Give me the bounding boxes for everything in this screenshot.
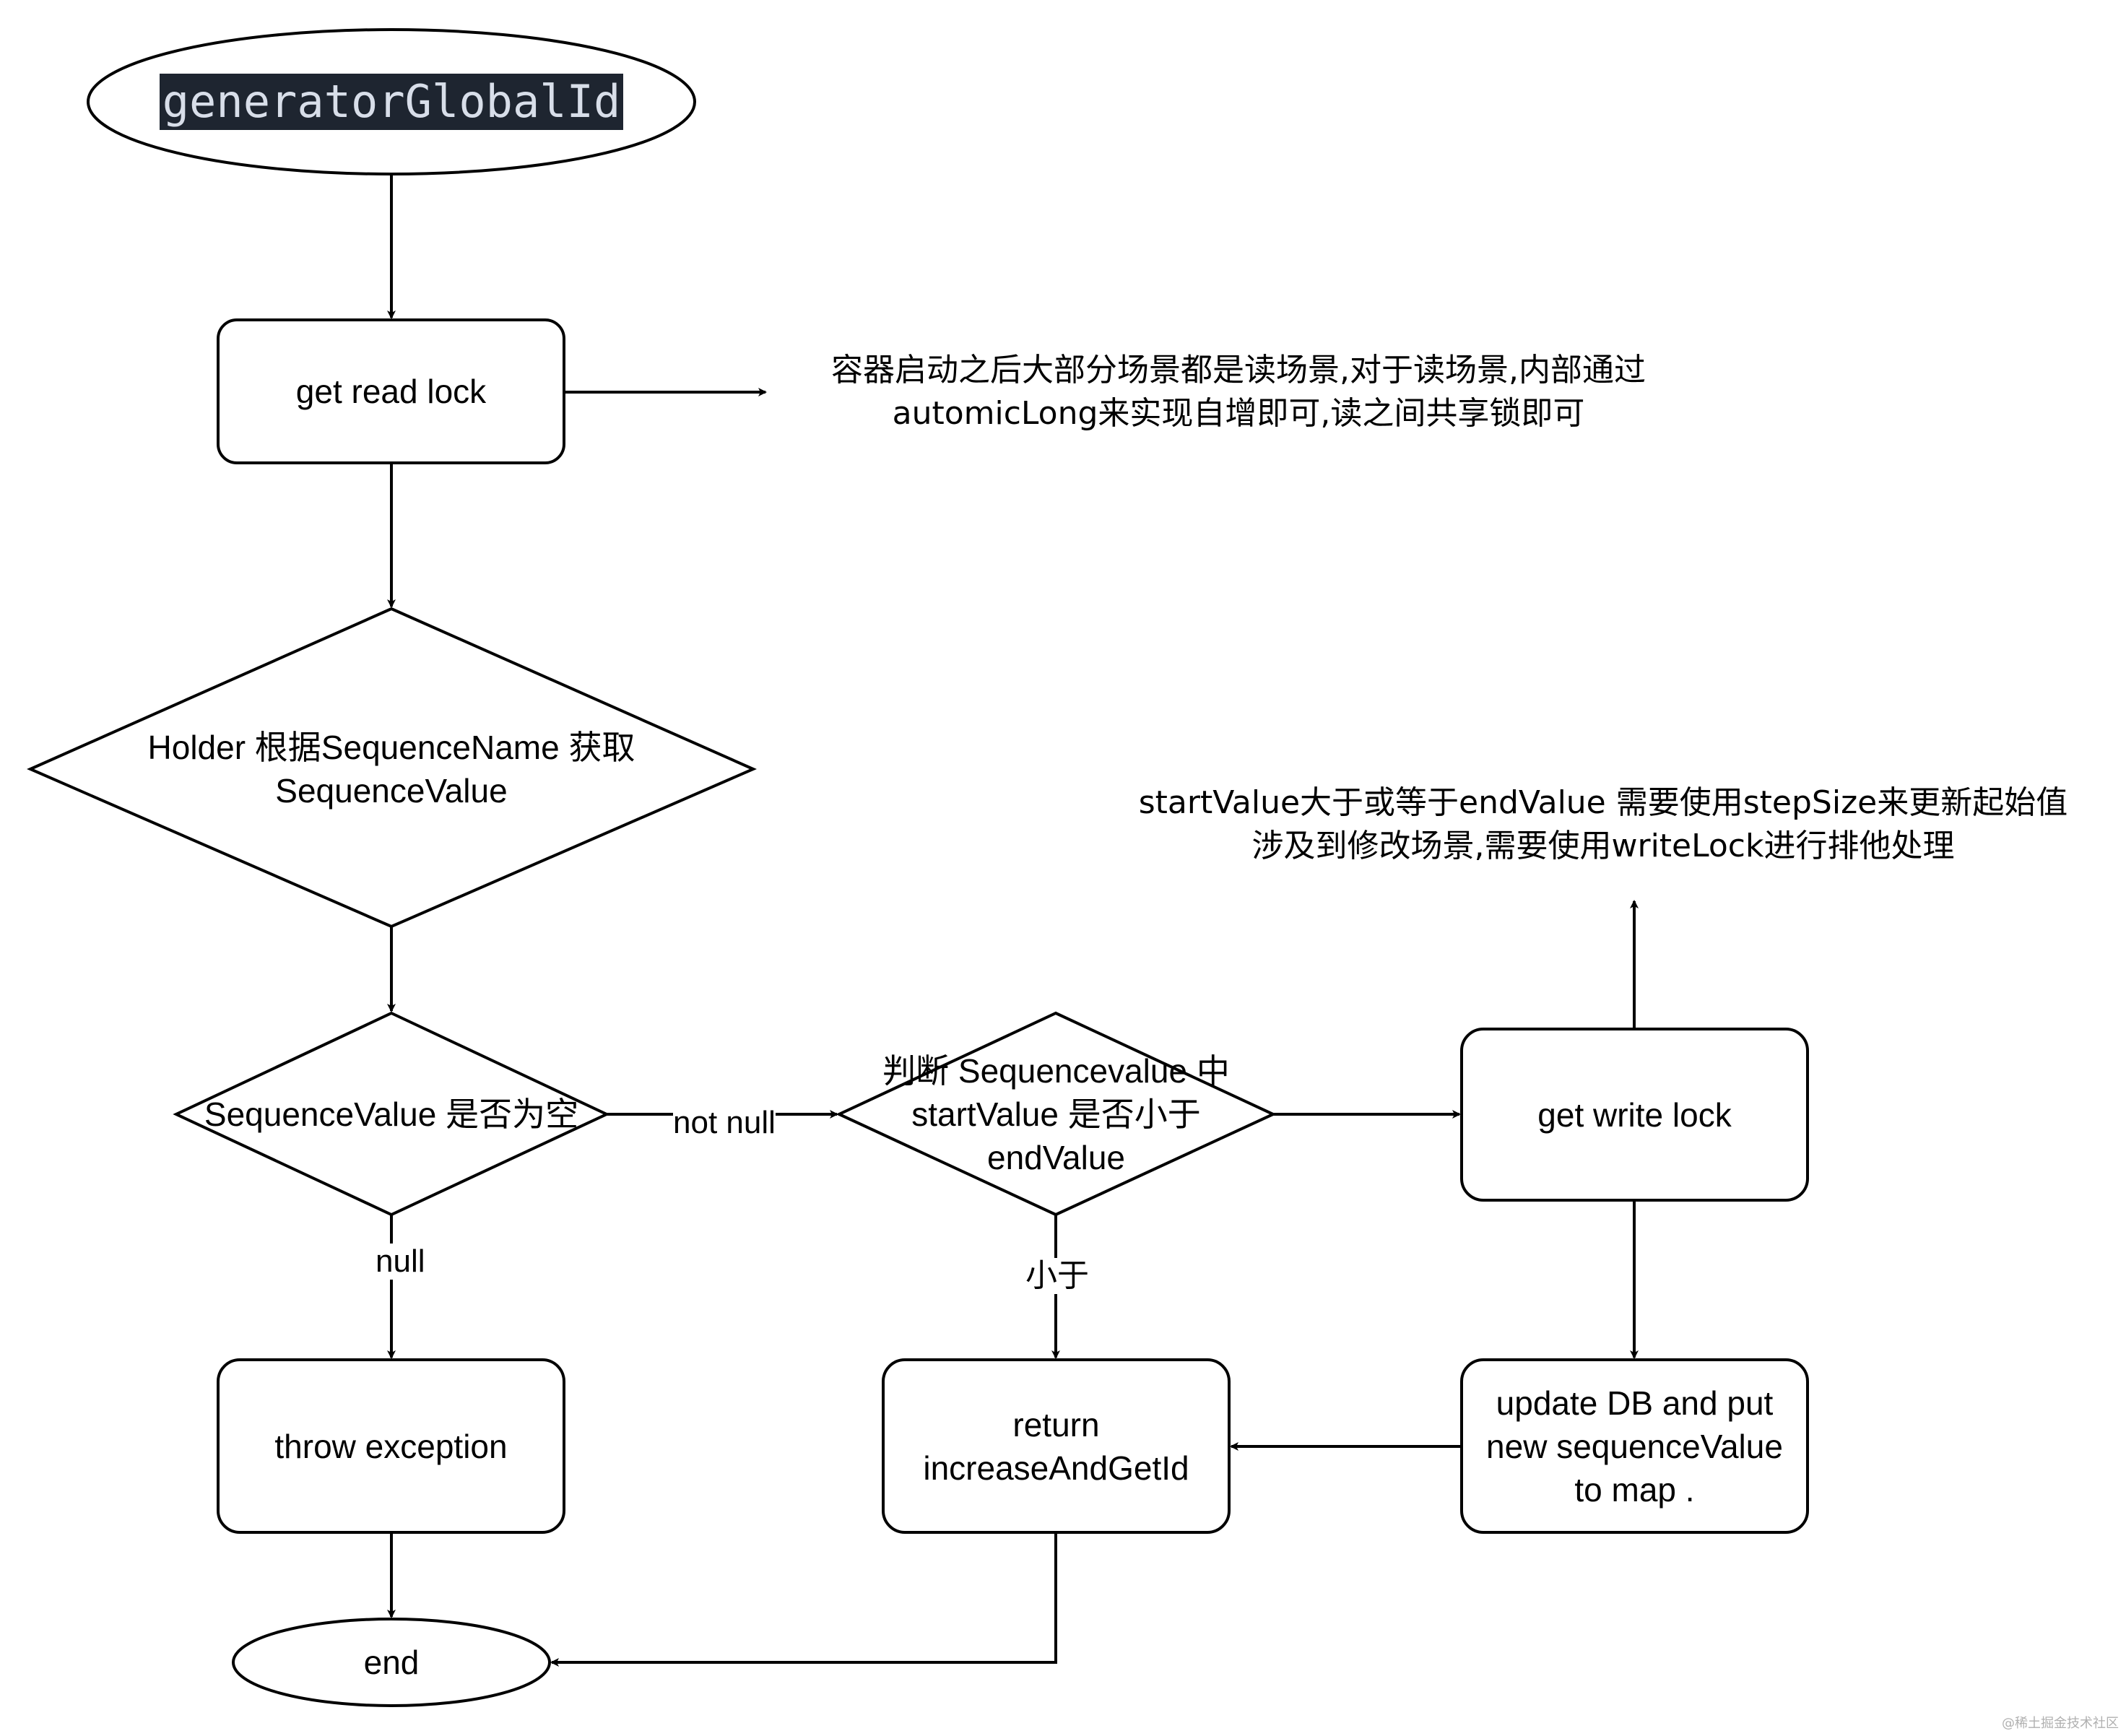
write-lock-node-label: get write lock [1537, 1095, 1732, 1134]
end-node-label: end [363, 1644, 420, 1681]
return-node-label: return increaseAndGetId [923, 1405, 1189, 1487]
edge-label-less: 小于 [1025, 1258, 1089, 1294]
holder-node-label: Holder 根据SequenceName 获取 SequenceValue [147, 729, 635, 810]
start-node-label: generatorGlobalId [159, 74, 624, 130]
read-lock-node-label: get read lock [295, 373, 487, 410]
update-node-label: update DB and put new sequenceValue to m… [1486, 1384, 1783, 1509]
throw-node-label: throw exception [274, 1427, 508, 1465]
compare-node-label: 判断 Sequencevalue 中 startValue 是否小于 endVa… [882, 1052, 1230, 1176]
start-node: generatorGlobalId [88, 58, 695, 145]
edge-label-null: null [376, 1244, 425, 1280]
watermark: @稀土掘金技术社区 [2002, 1716, 2119, 1731]
write-lock-note: startValue大于或等于endValue 需要使用stepSize来更新起… [1138, 784, 2068, 864]
read-lock-note: 容器启动之后大部分场景都是读场景,对于读场景,内部通过 automicLong来… [831, 352, 1646, 432]
edge-return-to-end [550, 1532, 1057, 1667]
is-null-node-label: SequenceValue 是否为空 [204, 1095, 579, 1133]
end-node-shape [232, 1618, 551, 1707]
edge-label-not-null: not null [673, 1105, 776, 1141]
